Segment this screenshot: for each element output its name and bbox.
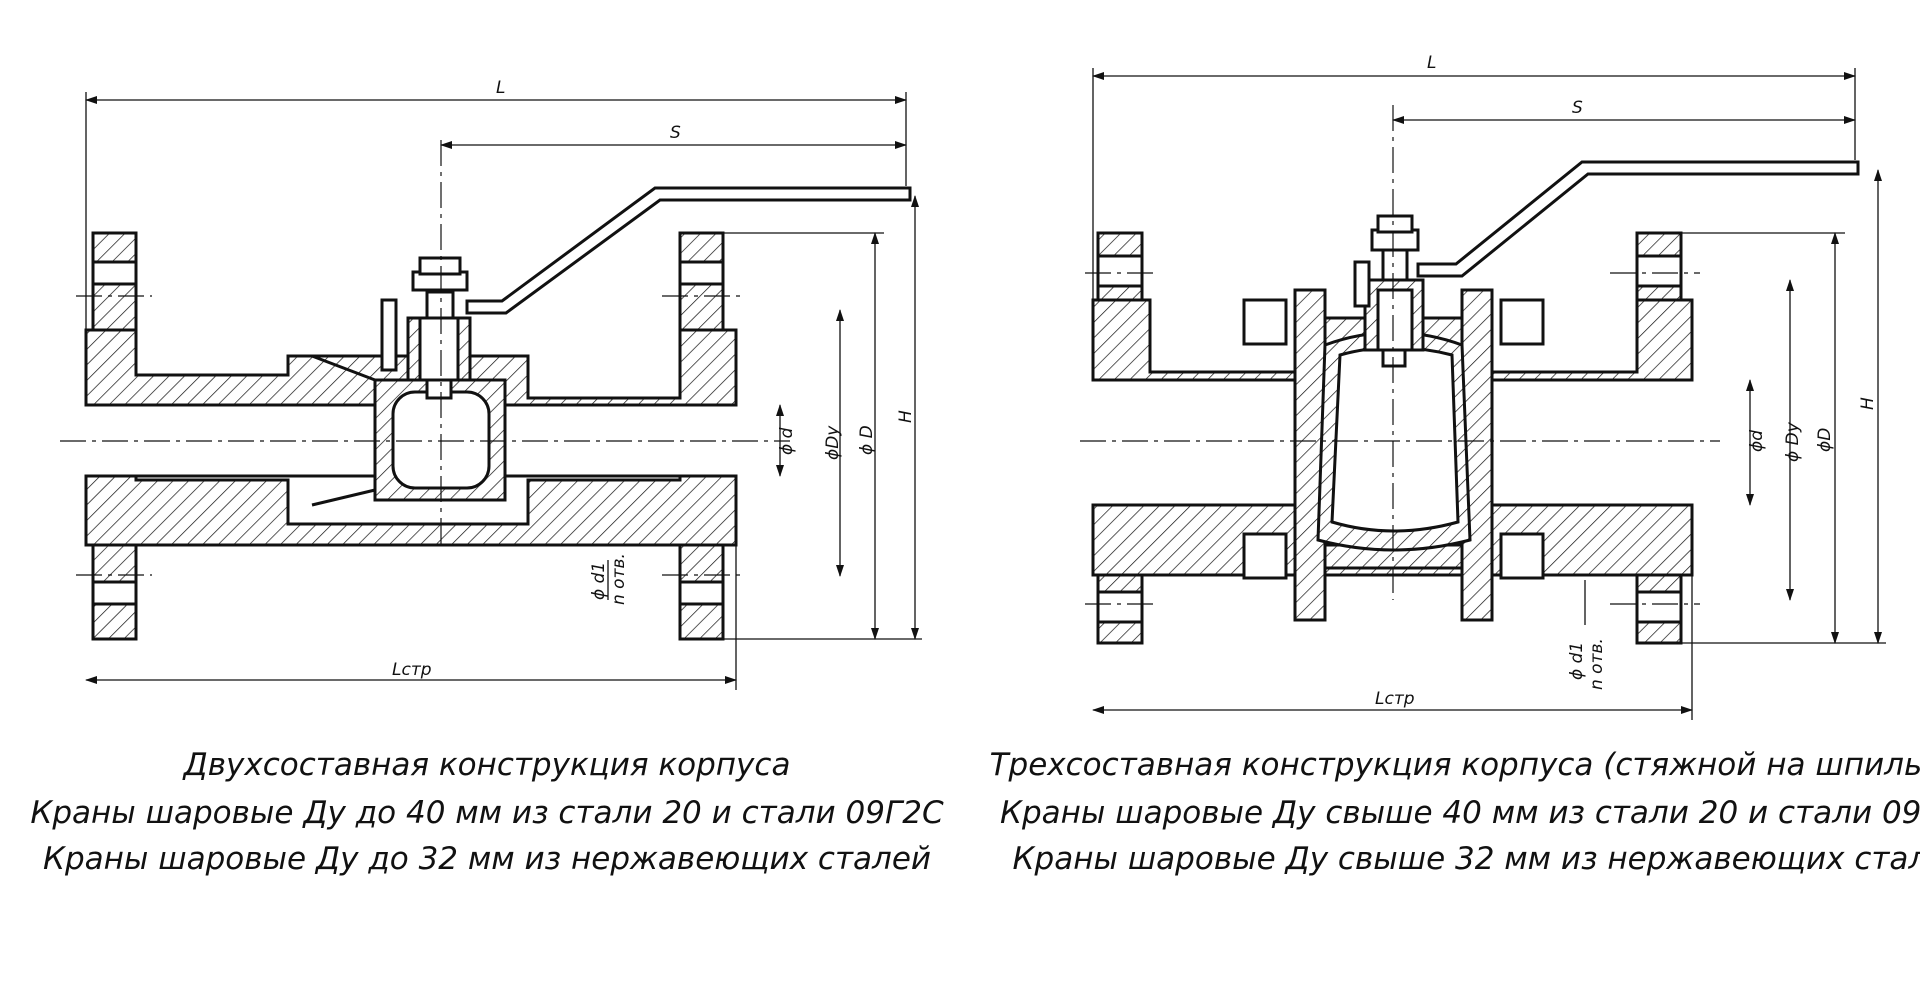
- stem-assembly: [1353, 214, 1425, 368]
- dim-label-d: ϕd: [1747, 430, 1767, 452]
- left-caption-line-3: Краны шаровые Ду до 32 мм из нержавеющих…: [43, 841, 931, 877]
- dim-label-d1: ϕ d1: [1567, 642, 1587, 680]
- dim-label-Dy: ϕDу: [823, 425, 843, 460]
- dim-label-holes: n отв.: [1587, 638, 1607, 690]
- dim-label-L: L: [496, 78, 505, 98]
- dim-label-D: ϕ D: [857, 425, 877, 455]
- dim-label-Dy: ϕ Dу: [1783, 421, 1803, 462]
- right-caption-line-1: Трехсоставная конструкция корпуса (стяжн…: [990, 747, 1920, 783]
- dim-label-S: S: [1572, 98, 1583, 118]
- right-caption-line-2: Краны шаровые Ду свыше 40 мм из стали 20…: [1000, 795, 1920, 831]
- handle: [1416, 160, 1860, 278]
- three-part-valve-drawing: L S Lстр ϕd ϕ Dу ϕD H ϕ d1 n отв.: [1080, 53, 1886, 720]
- left-caption: Двухсоставная конструкция корпуса Краны …: [30, 747, 944, 877]
- left-caption-line-2: Краны шаровые Ду до 40 мм из стали 20 и …: [30, 795, 944, 831]
- right-caption: Трехсоставная конструкция корпуса (стяжн…: [990, 747, 1920, 877]
- right-caption-line-3: Краны шаровые Ду свыше 32 мм из нержавею…: [1013, 841, 1920, 877]
- dim-label-L: L: [1427, 53, 1436, 73]
- dim-label-holes: n отв.: [609, 553, 629, 605]
- dim-label-d: ϕ d: [777, 427, 797, 455]
- dim-label-H: H: [1858, 397, 1878, 410]
- dim-label-Lstr: Lстр: [392, 660, 432, 680]
- handle: [465, 186, 912, 315]
- dim-label-Lstr: Lстр: [1375, 689, 1415, 709]
- dim-label-H: H: [896, 410, 916, 423]
- dim-label-d1: ϕ d1: [589, 562, 609, 600]
- stem-assembly: [380, 256, 472, 400]
- two-part-valve-drawing: L S Lстр ϕ d ϕDу ϕ D H ϕ d1 n отв.: [60, 78, 922, 690]
- left-caption-line-1: Двухсоставная конструкция корпуса: [182, 747, 791, 783]
- dim-label-S: S: [670, 123, 681, 143]
- dim-label-D: ϕD: [1815, 428, 1835, 452]
